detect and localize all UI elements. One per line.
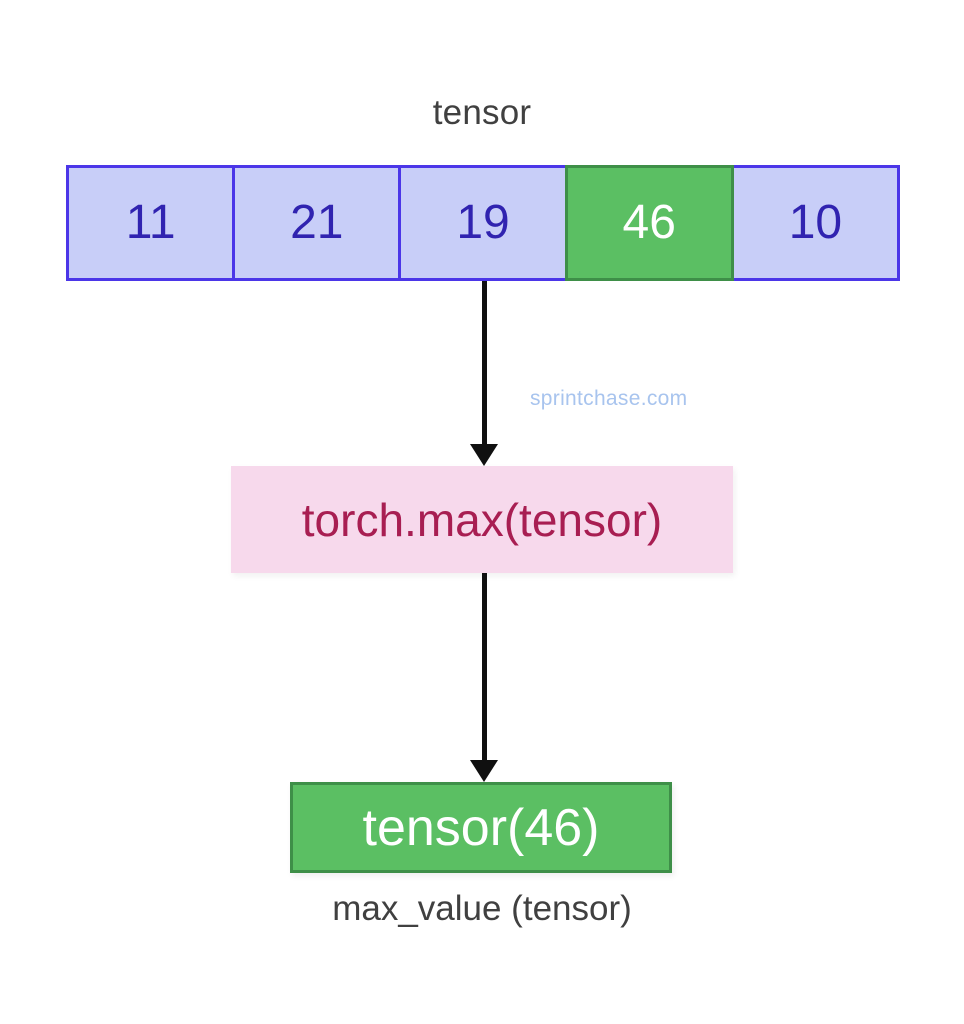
tensor-cell-1-value: 21 (290, 196, 344, 249)
tensor-cell-0: 11 (66, 165, 236, 281)
tensor-cell-4-value: 10 (788, 196, 843, 249)
tensor-cell-0-value: 11 (125, 196, 176, 249)
tensor-cell-2-value: 19 (456, 196, 510, 249)
operation-box: torch.max(tensor) (231, 466, 733, 573)
arrow-shaft (482, 573, 487, 762)
result-label: tensor(46) (362, 798, 600, 857)
watermark: sprintchase.com (530, 387, 688, 410)
arrow-shaft (482, 281, 487, 446)
result-box: tensor(46) (290, 782, 672, 873)
result-caption: max_value (tensor) (332, 889, 632, 928)
tensor-cell-3-highlighted: 46 (564, 165, 734, 281)
operation-label: torch.max(tensor) (301, 493, 663, 546)
tensor-row: 11 21 19 46 10 (66, 165, 901, 281)
arrow-down-icon-operation-to-result (470, 573, 498, 782)
arrow-down-icon-tensor-to-operation (470, 281, 498, 466)
arrow-head (470, 760, 498, 782)
tensor-title: tensor (432, 93, 532, 132)
tensor-cell-2: 19 (398, 165, 568, 281)
tensor-cell-4: 10 (730, 165, 901, 281)
arrow-head (470, 444, 498, 466)
tensor-cell-3-value: 46 (622, 196, 676, 249)
tensor-cell-1: 21 (232, 165, 402, 281)
